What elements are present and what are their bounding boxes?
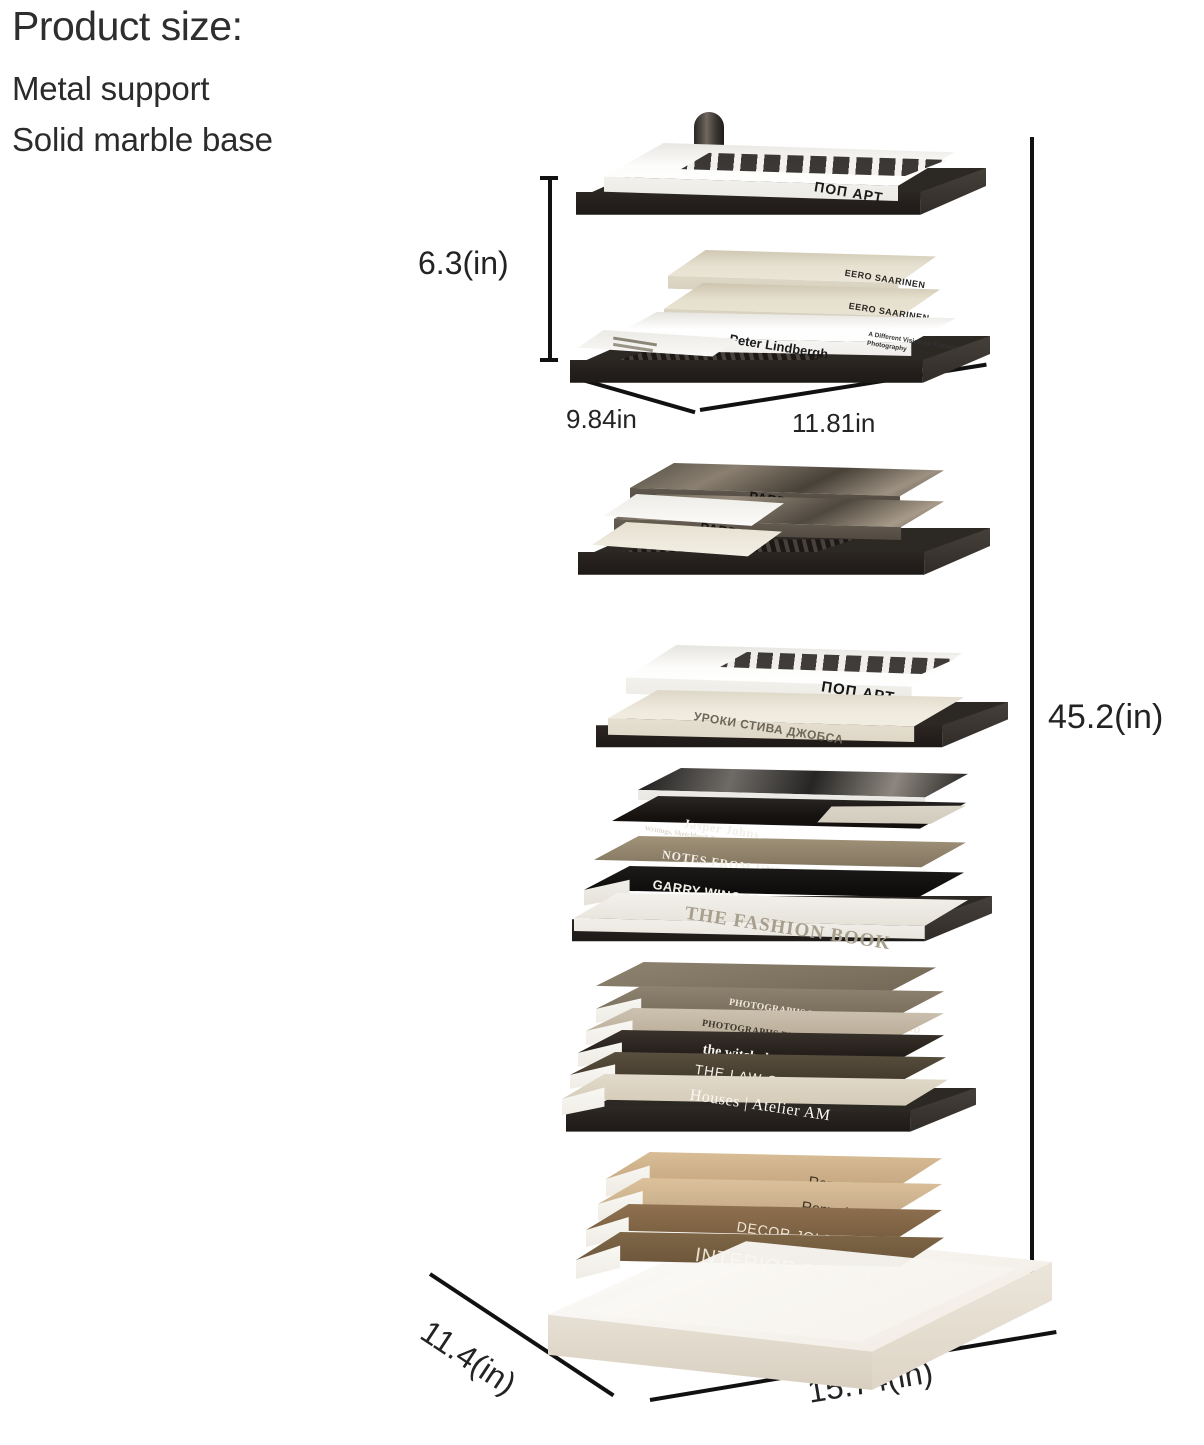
book-level5-2: NOTES FROM UNDERGROUND [594, 836, 966, 891]
book-level7-3: DECOR JOI DE VIVRE [586, 1204, 942, 1258]
dim-label-shelf-depth: 9.84in [566, 404, 637, 434]
book-level1-1: ПОП АРТ [604, 143, 954, 205]
dim-tick-shelf-gap-top [540, 176, 558, 180]
book-level2-4 [578, 330, 738, 364]
book-level3-3 [604, 494, 784, 536]
dim-line-shelf-gap [548, 176, 552, 362]
heading-block: Product size: Metal support Solid marble… [12, 3, 532, 165]
dim-tick-shelf-gap-bottom [540, 358, 558, 362]
book-level5-1: Jasper Johns Writings, Sketchbook Notes,… [612, 796, 966, 850]
book-level5-4: THE FASHION BOOK [574, 893, 968, 954]
dim-line-total-height [1030, 137, 1034, 1282]
page-title: Product size: [12, 3, 243, 49]
feature-marble-base: Solid marble base [12, 121, 273, 159]
book-level3-4 [592, 522, 782, 566]
dim-label-shelf-gap: 6.3(in) [418, 245, 509, 281]
dim-label-total-height: 45.2(in) [1048, 698, 1164, 736]
book-level6-2: PHOTOGRAPHS BY FRANCOIS HALARD [586, 1008, 944, 1057]
shelf-front-edge [566, 1110, 911, 1132]
dim-label-shelf-width: 11.81in [792, 408, 876, 438]
shelf-front-edge [578, 552, 925, 575]
feature-metal-support: Metal support [12, 69, 210, 107]
book-level4-2: УРОКИ СТИВА ДЖОБСА [608, 690, 964, 747]
shelf-front-edge [570, 360, 923, 383]
book-level6-5: Houses | Atelier AM [562, 1074, 948, 1124]
